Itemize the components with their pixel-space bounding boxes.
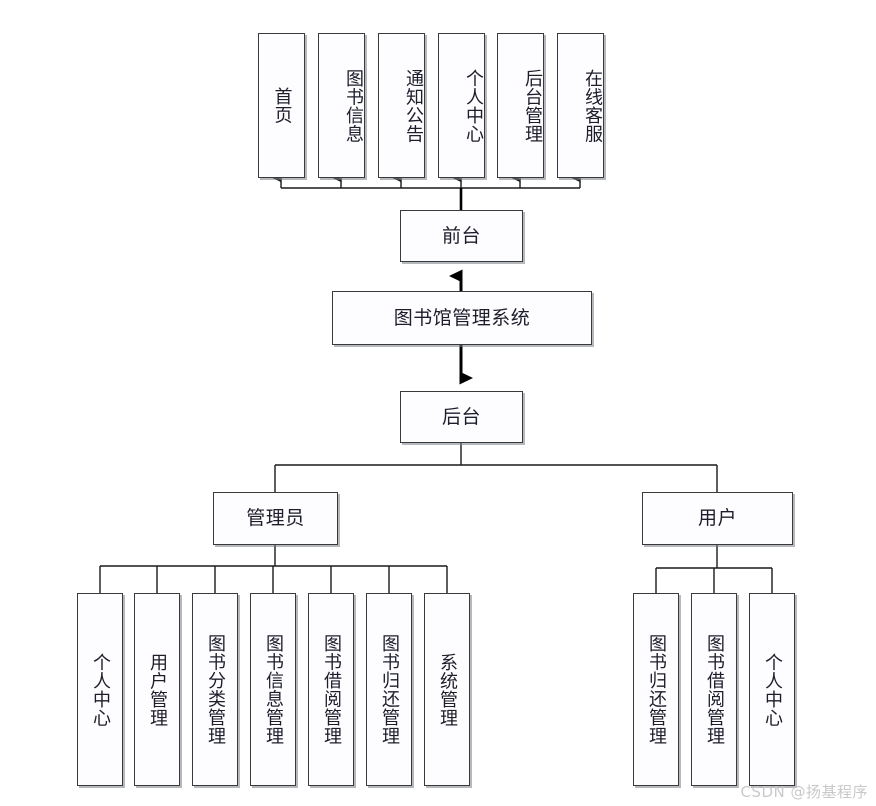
admin-item-6[interactable]: 系统管理 [424,593,470,786]
front-item-5[interactable]: 在线客服 [557,33,604,178]
back-branch-node[interactable]: 后台 [400,391,523,443]
front-item-3[interactable]: 个人中心 [438,33,485,178]
admin-item-1[interactable]: 用户管理 [134,593,180,786]
front-item-2[interactable]: 通知公告 [378,33,425,178]
admin-item-5[interactable]: 图书归还管理 [366,593,412,786]
root-node[interactable]: 图书馆管理系统 [332,291,592,345]
role-node-user[interactable]: 用户 [642,492,793,545]
admin-item-0[interactable]: 个人中心 [77,593,123,786]
user-item-2[interactable]: 个人中心 [749,593,795,786]
front-item-4[interactable]: 后台管理 [497,33,544,178]
front-branch-node[interactable]: 前台 [400,210,523,262]
role-node-admin[interactable]: 管理员 [213,492,338,545]
front-item-0[interactable]: 首页 [258,33,305,178]
user-item-0[interactable]: 图书归还管理 [633,593,679,786]
watermark-text: CSDN @扬基程序 [740,783,868,801]
admin-item-3[interactable]: 图书信息管理 [250,593,296,786]
admin-item-4[interactable]: 图书借阅管理 [308,593,354,786]
front-item-1[interactable]: 图书信息 [318,33,365,178]
admin-item-2[interactable]: 图书分类管理 [192,593,238,786]
user-item-1[interactable]: 图书借阅管理 [691,593,737,786]
